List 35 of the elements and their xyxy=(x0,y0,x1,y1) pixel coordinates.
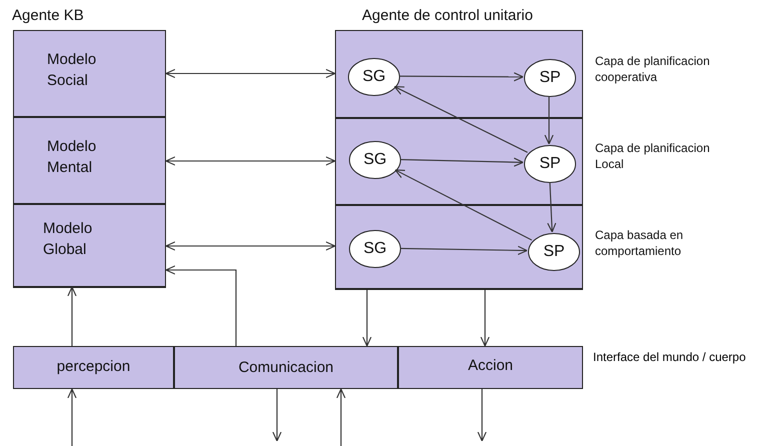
arrow xyxy=(399,72,524,82)
layer-caption: Capa de planificacion Local xyxy=(595,140,711,172)
panel-heading: Agente de control unitario xyxy=(362,7,533,24)
state-ellipse: SP xyxy=(524,145,576,183)
arrow xyxy=(544,96,554,145)
arrow xyxy=(165,68,336,78)
arrow xyxy=(477,389,487,442)
interface-box: Comunicacion xyxy=(174,346,398,389)
state-ellipse: SG xyxy=(349,141,401,179)
state-ellipse: SP xyxy=(524,59,576,97)
model-box: Modelo Global xyxy=(13,204,166,287)
state-ellipse: SP xyxy=(528,233,580,271)
interface-caption: Interface del mundo / cuerpo xyxy=(593,350,746,364)
interface-box: percepcion xyxy=(13,346,174,389)
arrow xyxy=(394,86,528,153)
arrow xyxy=(67,286,77,346)
arrow xyxy=(547,182,556,233)
arrow xyxy=(165,241,336,251)
arrow xyxy=(400,158,524,167)
arrow xyxy=(394,169,532,241)
arrow xyxy=(165,156,336,166)
arrow xyxy=(336,388,346,446)
layer-caption: Capa basada en comportamiento xyxy=(595,227,684,259)
arrow xyxy=(272,389,282,442)
model-box: Modelo Mental xyxy=(13,117,166,204)
arrow xyxy=(400,246,528,255)
state-ellipse: SG xyxy=(348,58,400,96)
interface-box: Accion xyxy=(398,346,583,389)
arrow xyxy=(480,290,490,347)
layer-caption: Capa de planificacion cooperativa xyxy=(595,53,711,85)
state-ellipse: SG xyxy=(349,230,401,268)
arrow xyxy=(165,265,237,346)
arrow xyxy=(67,388,77,446)
panel-heading: Agente KB xyxy=(12,7,84,24)
arrow xyxy=(362,290,372,347)
